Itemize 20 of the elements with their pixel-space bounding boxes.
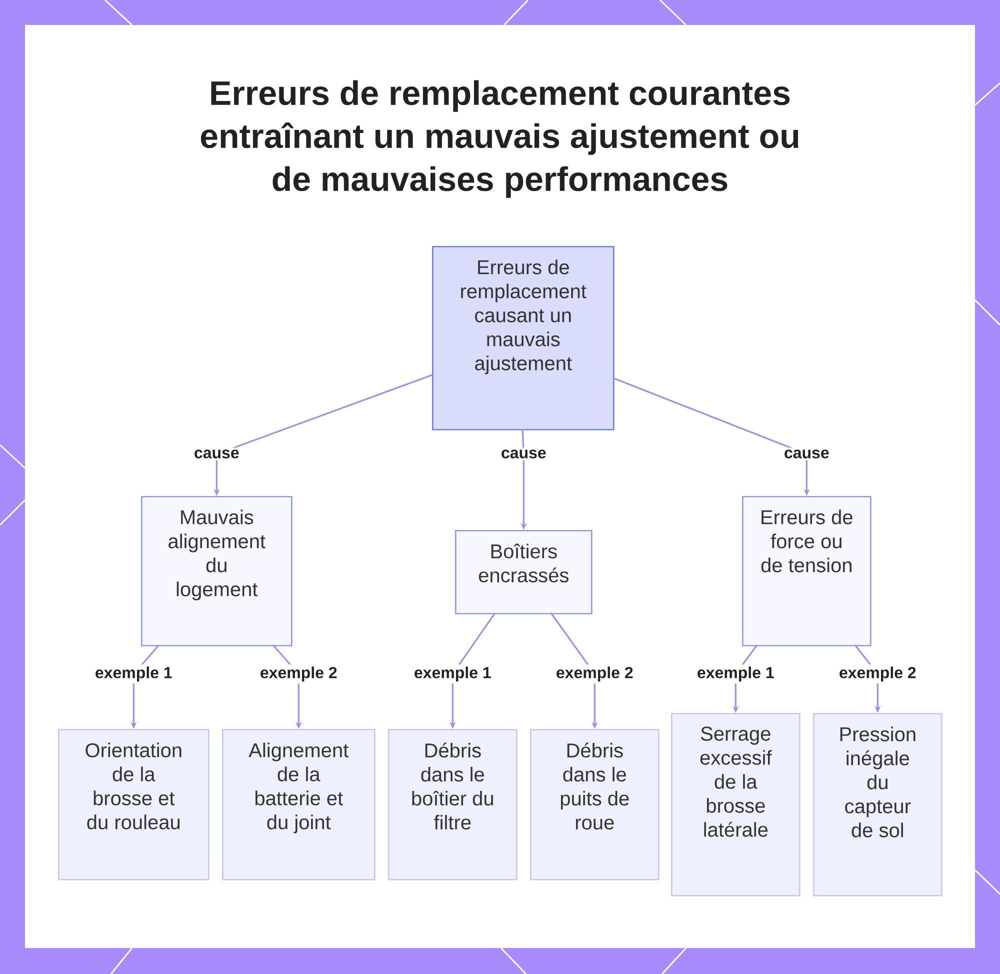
process-box: Serrage excessif de la brosse latérale [671,713,800,896]
process-box: Débris dans le puits de roue [530,729,660,880]
edge-label: exemple 1 [694,664,776,684]
process-box: Erreurs de remplacement causant un mauvais ajustement [432,246,614,430]
process-box: Orientation de la brosse et du rouleau [58,729,210,880]
process-box: Débris dans le boîtier du filtre [388,729,518,880]
edge-label: exemple 1 [412,664,494,684]
edge-label: cause [498,448,548,460]
process-box: Erreurs de force ou de tension [742,496,872,646]
process-box: Mauvais alignement du logement [141,496,292,646]
process-box: Pression inégale du capteur de sol [813,713,942,896]
edge-label: cause [192,448,242,460]
process-box: Boîtiers encrassés [455,530,592,614]
edge-label: exemple 2 [836,664,918,684]
edge-label: exemple 2 [554,664,636,684]
title: Erreurs de remplacement courantes entraînant un mauvais ajustement ou de mauvaises performances [200,80,798,198]
process-box: Alignement de la batterie et du joint [222,729,376,880]
edge-label: exemple 2 [258,664,340,684]
edge-label: cause [782,448,832,460]
edge-label: exemple 1 [92,664,174,684]
